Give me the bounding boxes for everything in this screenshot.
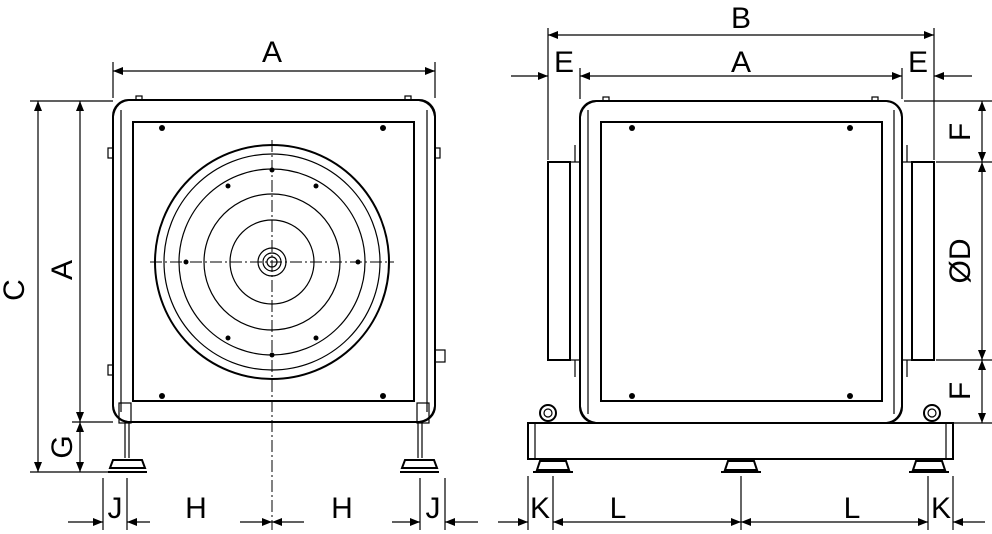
front-label-c: C [0, 279, 31, 301]
side-label-b: B [731, 2, 751, 35]
side-casing-outer [579, 100, 903, 424]
front-corner-tl [112, 99, 134, 123]
front-screw [159, 125, 165, 131]
side-screw [847, 125, 853, 131]
side-casing-inner [600, 121, 883, 402]
side-label-f-top: F [944, 123, 977, 141]
side-foot-right [909, 460, 949, 473]
front-screw [159, 393, 165, 399]
side-foot-left [533, 460, 573, 473]
fan-bolt [313, 335, 319, 341]
fan-bolt [313, 183, 319, 189]
side-screw [847, 393, 853, 399]
front-label-j-left: J [108, 492, 123, 525]
front-label-h-right: H [331, 492, 353, 525]
front-label-g: G [46, 435, 79, 458]
front-tab-right-2 [434, 349, 446, 363]
front-tab-top-1 [135, 95, 143, 101]
front-corner-tr [413, 99, 436, 123]
front-tab-left-1 [107, 147, 114, 159]
side-label-l-left: L [610, 492, 627, 525]
side-label-d: ØD [944, 239, 977, 284]
front-tab-left-2 [107, 364, 114, 376]
side-lift-lug-right [923, 404, 941, 422]
side-label-f-bottom: F [944, 382, 977, 400]
side-lift-lug-left [539, 404, 557, 422]
side-foot-center [721, 460, 761, 473]
side-spigot-right [902, 145, 935, 377]
side-label-k-left: K [530, 492, 550, 525]
front-label-h-left: H [185, 492, 207, 525]
side-screw [629, 393, 635, 399]
front-tab-right-1 [434, 147, 441, 159]
front-casing-inner [132, 121, 415, 402]
front-leg-right [400, 402, 439, 473]
front-screw [380, 393, 386, 399]
side-label-a: A [731, 46, 751, 79]
fan-bolt [225, 335, 231, 341]
side-screw [629, 125, 635, 131]
front-casing-outer [112, 99, 436, 423]
front-leg-left [108, 402, 147, 473]
front-view: A C A G J H H J [0, 36, 478, 530]
side-label-l-right: L [844, 492, 861, 525]
side-view: B E A E F ØD F K L L K [498, 2, 992, 530]
front-label-a-top: A [262, 36, 282, 69]
front-screw [380, 125, 386, 131]
side-spigot-left [547, 145, 580, 377]
fan-bolt [225, 183, 231, 189]
side-base-frame [527, 422, 954, 460]
front-tab-top-2 [404, 95, 412, 101]
front-label-a-side: A [46, 260, 79, 280]
side-label-e-left: E [554, 46, 574, 79]
side-label-k-right: K [931, 492, 951, 525]
front-label-j-right: J [426, 492, 441, 525]
front-corner-bl [112, 400, 134, 423]
side-label-e-right: E [908, 46, 928, 79]
